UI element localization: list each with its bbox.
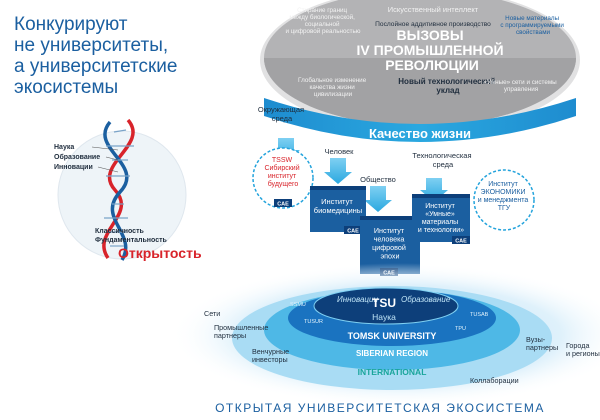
dna-strand-red: [102, 118, 135, 259]
outer-cities: Города и регионы: [566, 341, 600, 358]
ring-innovation: Инновации: [337, 295, 378, 304]
dna-openness: Открытость: [118, 245, 202, 261]
svg-text:Институт человека: Институт человека цифровой эпохи: [372, 226, 408, 261]
quality-band-label: Качество жизни: [369, 126, 471, 141]
challenge-quality: Глобальное изменение качества жизни циви…: [298, 76, 368, 98]
institute-biomed: Институт биомедицины CAE: [310, 186, 366, 235]
dna-label-science: Наука: [54, 144, 74, 151]
challenge-smart-networks: «Умные» сети и системы управления: [484, 79, 559, 93]
dna-panel: Наука Образование Инновации Классичность…: [54, 118, 202, 261]
quality-band: Качество жизни: [264, 98, 576, 142]
headline: Конкурируют не университеты, а университ…: [14, 14, 264, 98]
outer-industrial: Промышленные партнеры: [214, 323, 270, 340]
challenge-ai: Искусственный интеллект: [388, 5, 479, 14]
svg-text:TSSW Сибирский: TSSW Сибирский институт будущего: [264, 157, 301, 188]
institute-smart: Институт «Умные» материалы и технологии»…: [412, 194, 470, 245]
headline-line-4: экосистемы: [14, 77, 119, 98]
outer-universities: Вузы- партнеры: [526, 335, 558, 352]
outer-venture: Венчурные инвесторы: [252, 347, 291, 364]
dna-rungs: [104, 129, 134, 247]
challenge-boundaries: Стирание границ между биологической, соц…: [285, 7, 360, 35]
challenges-disc: Стирание границ между биологической, соц…: [260, 0, 580, 132]
headline-line-3: а университетские: [14, 56, 178, 77]
label-env: Окружающая среда: [258, 105, 306, 123]
ring-science: Наука: [372, 312, 396, 322]
svg-text:Институт биомедицины: Институт биомедицины: [314, 197, 362, 215]
dna-strand-blue: [103, 120, 129, 261]
small-tpu: TPU: [455, 326, 466, 332]
outer-collab: Коллаборации: [470, 376, 519, 385]
svg-text:Институт «Умные»: Институт «Умные» материалы и технологии»: [418, 203, 464, 234]
challenges-title: ВЫЗОВЫ IV ПРОМЫШЛЕННОЙ РЕВОЛЮЦИИ: [357, 27, 508, 73]
headline-line-2: не университеты,: [14, 35, 169, 56]
ring-tsu: [313, 287, 459, 325]
cae-badge: CAE: [455, 239, 467, 245]
arrow-society: [364, 186, 392, 212]
challenge-tech-mode: Новый технологический уклад: [398, 77, 497, 95]
ecosystem: Инновации TSU Образование Наука TOMSK UN…: [170, 263, 600, 415]
ring-tomsk-label: TOMSK UNIVERSITY: [348, 331, 437, 341]
arrow-person: [324, 158, 352, 184]
headline-line-1: Конкурируют: [14, 14, 128, 35]
ring-siberian-label: SIBERIAN REGION: [356, 349, 428, 358]
institute-econ: Институт ЭКОНОМИКИ и менеджмента ТГУ: [473, 169, 535, 231]
ring-tsu-label: TSU: [372, 296, 396, 310]
challenge-materials: Новые материалы с программируемыми свойс…: [500, 15, 565, 36]
label-tech: Технологическая среда: [412, 151, 473, 169]
ecosystem-caption: ОТКРЫТАЯ УНИВЕРСИТЕТСКАЯ ЭКОСИСТЕМА: [215, 401, 545, 415]
svg-text:Институт ЭКОНОМИКИ: Институт ЭКОНОМИКИ и менеджмента ТГУ: [478, 181, 530, 212]
small-ssmu: SSMU: [290, 302, 306, 308]
label-person: Человек: [325, 147, 355, 156]
cae-badge: CAE: [277, 202, 289, 208]
dna-label-innovation: Инновации: [54, 164, 93, 171]
dna-label-education: Образование: [54, 153, 100, 161]
cae-badge: CAE: [347, 229, 359, 235]
challenge-additive: Послойное аддитивное производство: [375, 20, 491, 28]
ring-education: Образование: [401, 295, 451, 304]
institute-tssw: TSSW Сибирский институт будущего CAE: [252, 147, 314, 209]
outer-networks: Сети: [204, 309, 220, 318]
institutes: TSSW Сибирский институт будущего CAE Инс…: [252, 147, 535, 277]
small-tusab: TUSAB: [470, 312, 489, 318]
small-tusur: TUSUR: [304, 319, 323, 325]
dna-label-fundamental: Фундаментальность: [95, 237, 168, 244]
dna-label-classic: Классичность: [95, 228, 144, 235]
label-society: Общество: [360, 175, 396, 184]
ring-international-label: INTERNATIONAL: [358, 367, 427, 377]
